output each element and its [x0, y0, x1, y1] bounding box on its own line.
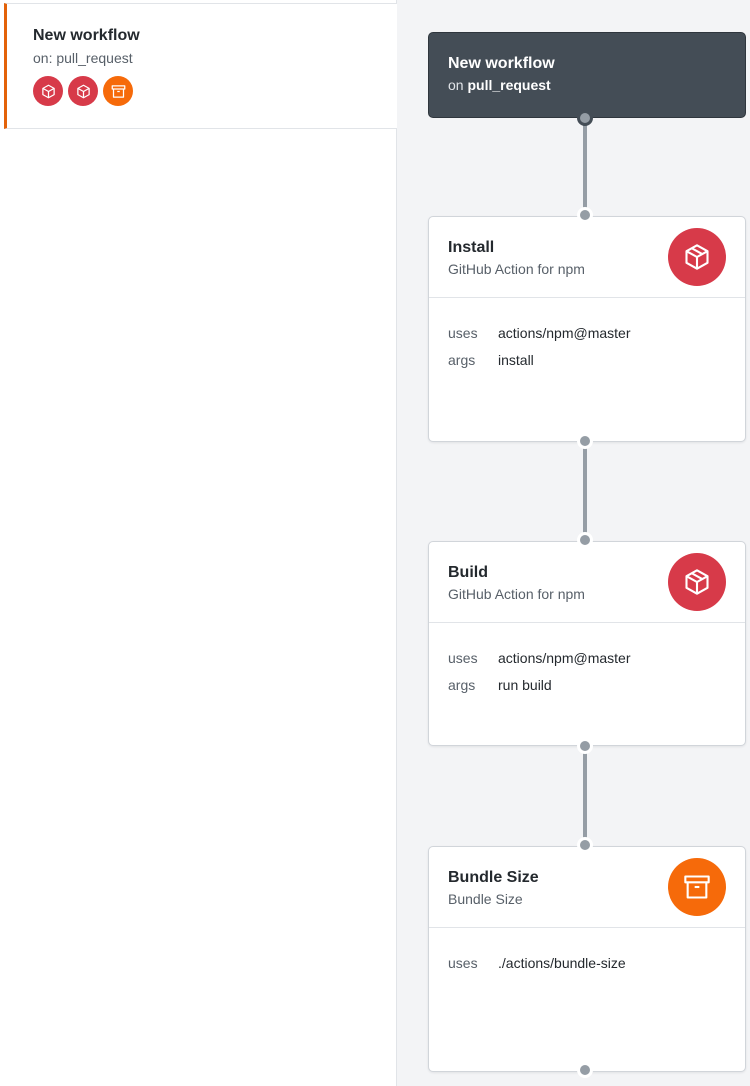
workflow-trigger: on: pull_request [33, 50, 133, 66]
trigger-output-handle[interactable] [577, 110, 593, 126]
workflow-list-item[interactable]: New workflow on: pull_request [4, 3, 397, 129]
archive-icon [103, 76, 133, 106]
package-icon [68, 76, 98, 106]
trigger-event-name: pull_request [467, 77, 551, 93]
action-output-handle[interactable] [577, 1062, 593, 1078]
trigger-node[interactable]: New workflow on pull_request [428, 32, 746, 118]
package-icon [668, 228, 726, 286]
field-key: uses [448, 325, 478, 341]
action-title: Build [448, 564, 488, 581]
action-field-args: args install [448, 347, 745, 374]
action-header: Install GitHub Action for npm [429, 217, 745, 298]
connector-line [583, 118, 587, 216]
trigger-event: on pull_request [448, 77, 745, 93]
action-subtitle: Bundle Size [448, 891, 523, 907]
action-output-handle[interactable] [577, 738, 593, 754]
field-value: actions/npm@master [498, 650, 631, 666]
action-fields: uses actions/npm@master args install [429, 298, 745, 374]
action-header: Build GitHub Action for npm [429, 542, 745, 623]
action-output-handle[interactable] [577, 433, 593, 449]
workflow-title: New workflow [33, 27, 140, 44]
field-value: run build [498, 677, 552, 693]
action-title: Install [448, 239, 495, 256]
field-value: install [498, 352, 534, 368]
field-key: uses [448, 650, 478, 666]
action-node-bundle-size[interactable]: Bundle Size Bundle Size uses ./actions/b… [428, 846, 746, 1072]
action-node-build[interactable]: Build GitHub Action for npm uses actions… [428, 541, 746, 746]
field-key: args [448, 352, 476, 368]
action-field-uses: uses ./actions/bundle-size [448, 950, 745, 977]
action-subtitle: GitHub Action for npm [448, 261, 585, 277]
action-input-handle[interactable] [577, 207, 593, 223]
field-key: args [448, 677, 476, 693]
action-header: Bundle Size Bundle Size [429, 847, 745, 928]
workflow-canvas: New workflow on pull_request Install Git… [397, 0, 750, 1086]
package-icon [668, 553, 726, 611]
connector-line [583, 441, 587, 541]
action-subtitle: GitHub Action for npm [448, 586, 585, 602]
trigger-title: New workflow [448, 55, 555, 72]
action-field-args: args run build [448, 672, 745, 699]
action-field-uses: uses actions/npm@master [448, 320, 745, 347]
action-field-uses: uses actions/npm@master [448, 645, 745, 672]
workflow-action-icons [33, 76, 397, 106]
action-node-install[interactable]: Install GitHub Action for npm uses actio… [428, 216, 746, 442]
field-value: ./actions/bundle-size [498, 955, 626, 971]
action-fields: uses ./actions/bundle-size [429, 928, 745, 977]
action-input-handle[interactable] [577, 532, 593, 548]
archive-icon [668, 858, 726, 916]
field-key: uses [448, 955, 478, 971]
trigger-on-label: on [448, 77, 464, 93]
package-icon [33, 76, 63, 106]
field-value: actions/npm@master [498, 325, 631, 341]
action-input-handle[interactable] [577, 837, 593, 853]
workflow-sidebar: New workflow on: pull_request [4, 0, 397, 1086]
action-title: Bundle Size [448, 869, 539, 886]
action-fields: uses actions/npm@master args run build [429, 623, 745, 699]
connector-line [583, 746, 587, 846]
